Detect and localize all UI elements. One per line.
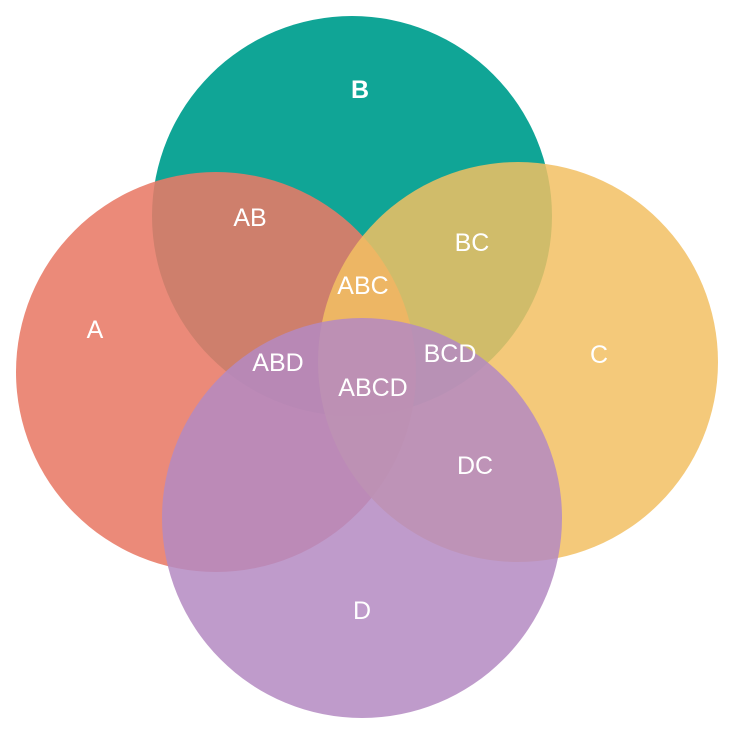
label-abcd: ABCD: [338, 374, 407, 402]
label-dc: DC: [457, 452, 493, 480]
label-bcd: BCD: [424, 340, 477, 368]
label-a: A: [87, 316, 104, 344]
label-bc: BC: [455, 229, 490, 257]
label-ab: AB: [233, 204, 266, 232]
label-d: D: [353, 597, 371, 625]
circle-d: [162, 318, 562, 718]
label-b: B: [351, 76, 369, 104]
label-abd: ABD: [252, 349, 303, 377]
label-abc: ABC: [337, 272, 388, 300]
label-c: C: [590, 341, 608, 369]
